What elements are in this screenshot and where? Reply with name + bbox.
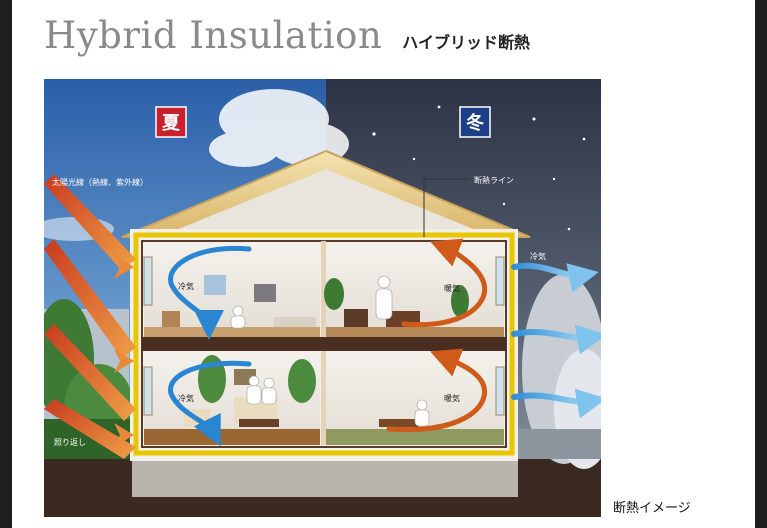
windows bbox=[143, 256, 505, 416]
right-border-strip bbox=[755, 0, 767, 528]
insulation-illustration: 夏 冬 太陽光線（熱線、紫外線） 断熱ライン 冷気 照り返し 冷気 冷気 暖気 … bbox=[44, 79, 601, 517]
sunlight-label: 太陽光線（熱線、紫外線） bbox=[52, 177, 148, 187]
left-border-strip bbox=[0, 0, 12, 528]
lower-floor-right bbox=[326, 429, 504, 445]
insulation-line-pointer bbox=[423, 178, 470, 237]
page-title: Hybrid Insulation bbox=[44, 14, 383, 57]
summer-badge: 夏 bbox=[155, 106, 187, 138]
reflection-arrows bbox=[114, 255, 134, 447]
sunlight-rays bbox=[44, 174, 136, 459]
upper-floor-right bbox=[326, 327, 504, 337]
cold-air-upper-label: 冷気 bbox=[178, 281, 194, 291]
lower-floor-left bbox=[144, 429, 320, 445]
cool-airflow-arrows bbox=[168, 245, 252, 447]
cold-air-outside-label: 冷気 bbox=[530, 251, 546, 261]
insulation-line-label: 断熱ライン bbox=[474, 175, 514, 185]
warm-air-lower-label: 暖気 bbox=[444, 393, 460, 403]
insulation-line bbox=[133, 232, 515, 456]
reflection-label: 照り返し bbox=[54, 438, 86, 447]
page-subtitle: ハイブリッド断熱 bbox=[402, 33, 530, 52]
warm-airflow-arrows bbox=[386, 238, 488, 433]
summer-label: 夏 bbox=[162, 113, 181, 134]
house-foundation bbox=[132, 457, 518, 497]
header: Hybrid Insulation ハイブリッド断熱 bbox=[44, 14, 530, 64]
upper-divider bbox=[321, 241, 326, 337]
cold-air-lower-label: 冷気 bbox=[178, 393, 194, 403]
attic bbox=[154, 169, 498, 239]
lower-divider bbox=[321, 351, 326, 445]
people-silhouettes bbox=[230, 275, 430, 427]
image-caption: 断熱イメージ bbox=[613, 501, 691, 516]
house-cross-section: 夏 冬 太陽光線（熱線、紫外線） 断熱ライン 冷気 照り返し 冷気 冷気 暖気 … bbox=[44, 79, 601, 517]
floor-slab bbox=[142, 337, 506, 351]
upper-floor-left bbox=[144, 327, 320, 337]
winter-badge: 冬 bbox=[459, 106, 491, 138]
winter-label: 冬 bbox=[466, 112, 484, 134]
cold-wind-arrows bbox=[511, 262, 601, 419]
warm-air-upper-label: 暖気 bbox=[444, 283, 460, 293]
